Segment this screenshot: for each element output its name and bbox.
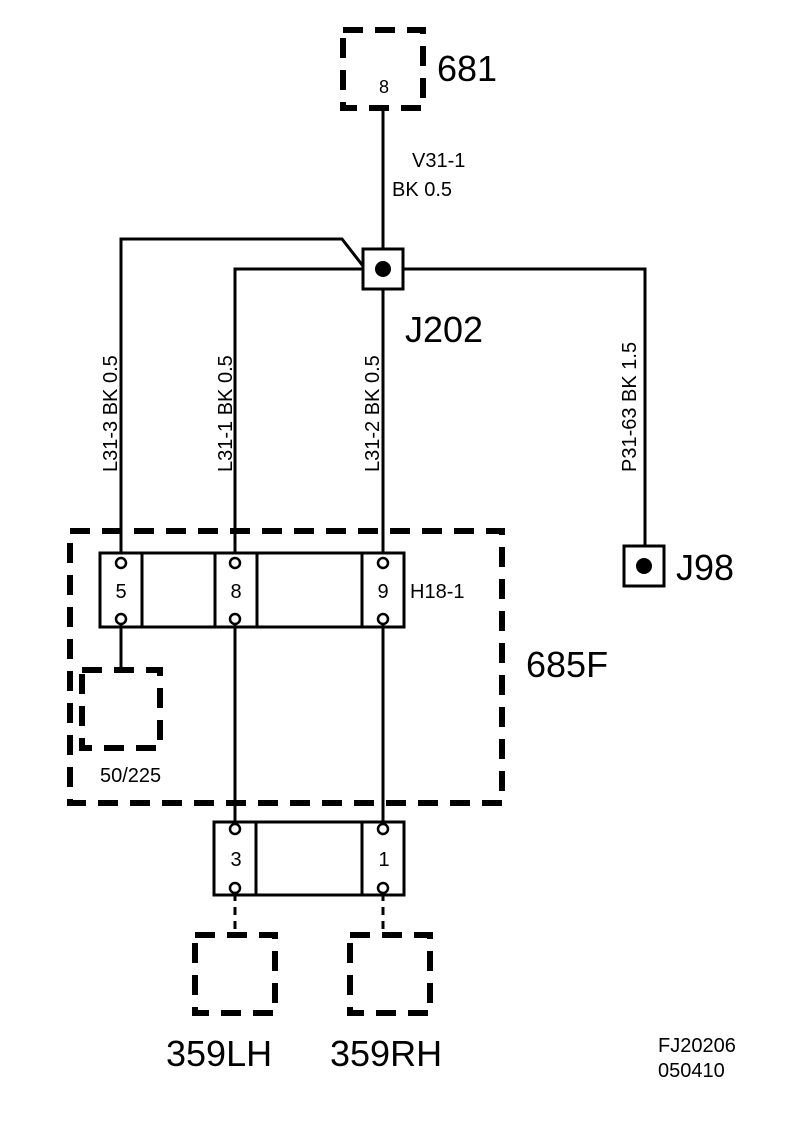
ground-j98: J98 [622, 544, 734, 588]
ground-j98-dot [636, 558, 652, 574]
wire-l31-3 [119, 237, 365, 558]
component-681-label: 681 [437, 48, 497, 89]
splice-j202: J202 [361, 247, 483, 350]
ground-j98-label: J98 [676, 547, 734, 588]
wire-l31-1 [233, 267, 363, 558]
connector-bottom-pin: 1 [378, 849, 389, 871]
component-681-pin: 8 [379, 77, 389, 97]
component-359lh-label: 359LH [166, 1033, 272, 1074]
connector-h18-1-pin: 8 [230, 581, 241, 603]
footer-code: FJ20206 [658, 1035, 736, 1057]
component-359rh [347, 932, 433, 1016]
wire-p31-63-label: P31-63 BK 1.5 [619, 342, 641, 472]
wire-p31-63 [403, 267, 647, 548]
connector-h18-1-label: H18-1 [410, 581, 464, 603]
splice-j202-label: J202 [405, 309, 483, 350]
component-685f-label: 685F [526, 644, 608, 685]
component-50-225 [79, 667, 163, 751]
component-681: 8 681 [340, 27, 497, 111]
wire-l31-3-label: L31-3 BK 0.5 [100, 355, 122, 472]
splice-j202-dot [375, 261, 391, 277]
connector-bottom-pin: 3 [230, 849, 241, 871]
wire-l31-2-label: L31-2 BK 0.5 [362, 355, 384, 472]
connector-bottom: 3 1 [212, 820, 406, 897]
wire-v31-1-spec: BK 0.5 [392, 179, 452, 201]
component-359rh-label: 359RH [330, 1033, 442, 1074]
wire-v31-1-label: V31-1 [412, 150, 465, 172]
component-50-225-label: 50/225 [100, 765, 161, 787]
wire-l31-1-label: L31-1 BK 0.5 [215, 355, 237, 472]
connector-h18-1: 5 8 9 H18-1 [98, 551, 464, 629]
component-359lh [192, 932, 278, 1016]
footer-date: 050410 [658, 1060, 725, 1082]
connector-h18-1-pin: 9 [377, 581, 388, 603]
connector-h18-1-pin: 5 [115, 581, 126, 603]
